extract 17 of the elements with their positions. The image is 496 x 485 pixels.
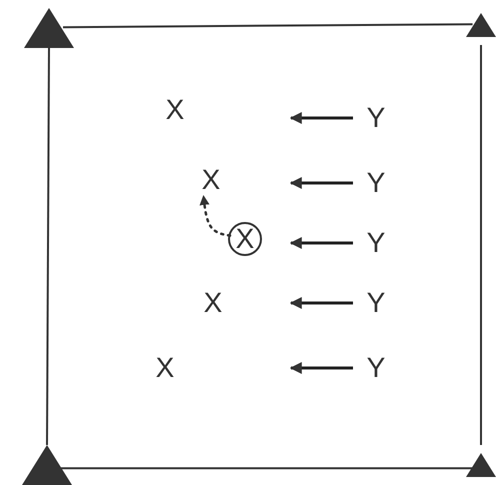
cone-marker [22,445,72,485]
player-marker: X [150,353,180,383]
player-marker: Y [361,168,391,198]
player-marker: X [160,95,190,125]
field-boundary-line [46,48,50,445]
field-boundary-line [63,23,473,28]
player-marker: Y [361,288,391,318]
player-marker: X [198,288,228,318]
cone-marker [24,8,74,48]
field-boundary-line [61,467,473,470]
dotted-arrow [200,194,232,237]
player-marker: X [196,166,226,194]
field-boundary-line [480,45,482,445]
player-marker: Y [361,103,391,133]
player-marker: Y [361,353,391,383]
player-marker: Y [361,228,391,258]
circled-player-marker: X [228,222,262,256]
